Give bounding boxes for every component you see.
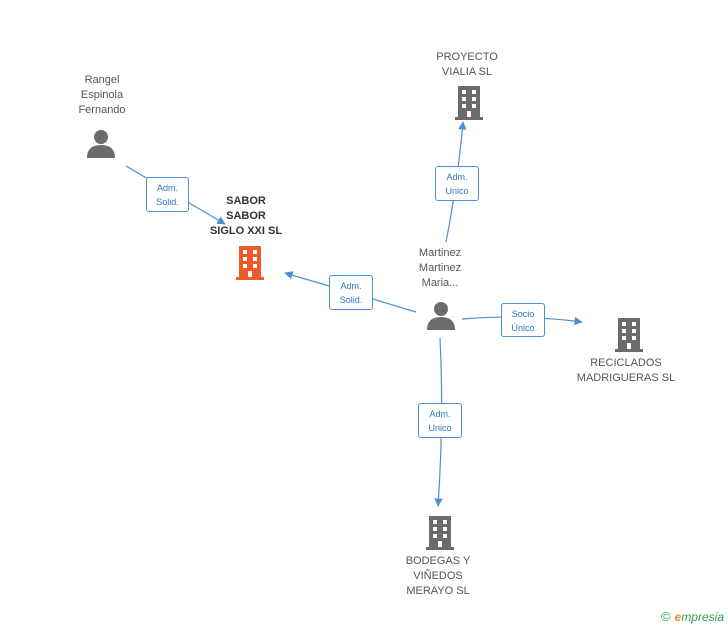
edge-label-martinez-reciclados: Socio Único — [501, 303, 545, 337]
edge-label-martinez-proyecto: Adm. Unico — [435, 166, 479, 201]
edge-label-rangel-sabor: Adm. Solid. — [146, 177, 189, 212]
edge-label-martinez-bodegas: Adm. Unico — [418, 403, 462, 438]
copyright-icon: © — [661, 609, 671, 624]
person-icon[interactable] — [426, 300, 456, 330]
building-icon[interactable] — [424, 514, 456, 550]
node-label-reciclados[interactable]: RECICLADOS MADRIGUERAS SL — [576, 357, 676, 384]
empresia-credit[interactable]: ©empresia — [661, 609, 724, 624]
node-label-martinez[interactable]: Martinez Martinez Maria... — [418, 247, 462, 289]
building-icon[interactable] — [234, 244, 266, 280]
brand-name: mpresia — [681, 610, 724, 624]
edge-label-martinez-sabor: Adm. Solid. — [329, 275, 373, 310]
node-label-bodegas[interactable]: BODEGAS Y VIÑEDOS MERAYO SL — [405, 555, 471, 597]
node-label-proyecto[interactable]: PROYECTO VIALIA SL — [436, 51, 498, 78]
building-icon[interactable] — [613, 316, 645, 352]
person-icon[interactable] — [86, 128, 116, 158]
node-label-rangel[interactable]: Rangel Espinola Fernando — [78, 74, 126, 116]
building-icon[interactable] — [453, 84, 485, 120]
brand-initial: e — [674, 610, 682, 624]
node-label-sabor[interactable]: SABOR SABOR SIGLO XXI SL — [209, 195, 283, 237]
